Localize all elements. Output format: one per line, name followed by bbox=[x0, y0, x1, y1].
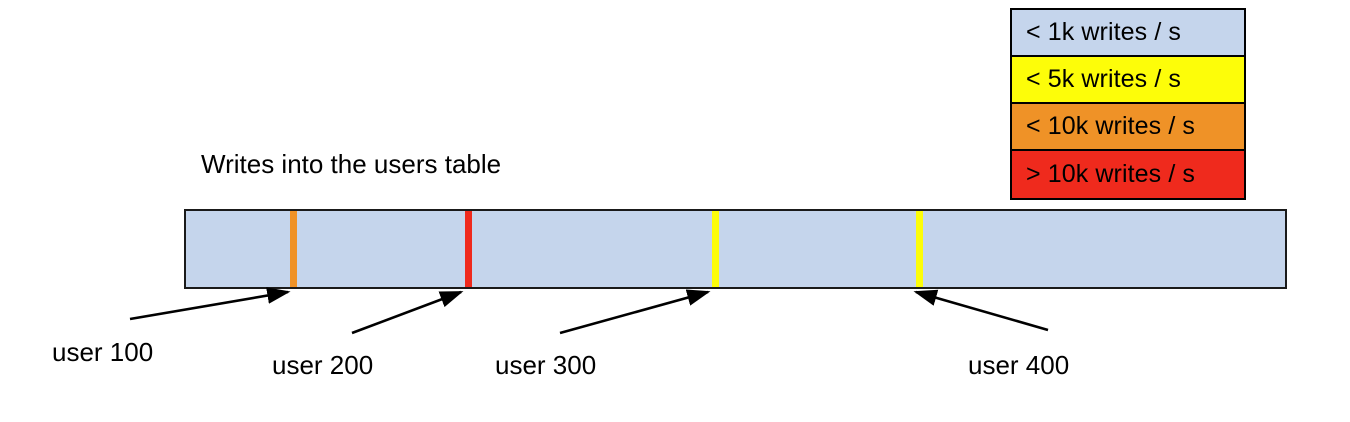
user-200-label: user 200 bbox=[272, 350, 374, 380]
legend-label-over-10k: > 10k writes / s bbox=[1026, 160, 1196, 188]
legend-row-under-5k: < 5k writes / s bbox=[1012, 57, 1244, 104]
user-100-arrow bbox=[129, 287, 291, 321]
legend-row-over-10k: > 10k writes / s bbox=[1012, 151, 1244, 198]
legend-label-under-5k: < 5k writes / s bbox=[1026, 65, 1182, 93]
user-100-label: user 100 bbox=[52, 337, 154, 367]
chart-title: Writes into the users table bbox=[201, 149, 502, 179]
user-400-arrow bbox=[913, 289, 1049, 332]
user-200-arrow bbox=[351, 290, 464, 335]
user-400-stripe bbox=[916, 211, 923, 287]
legend-label-under-1k: < 1k writes / s bbox=[1026, 18, 1182, 46]
legend-row-under-10k: < 10k writes / s bbox=[1012, 104, 1244, 151]
legend: < 1k writes / s < 5k writes / s < 10k wr… bbox=[1010, 8, 1246, 200]
user-100-stripe bbox=[290, 211, 297, 287]
user-300-label: user 300 bbox=[495, 350, 597, 380]
legend-row-under-1k: < 1k writes / s bbox=[1012, 10, 1244, 57]
user-300-arrow bbox=[559, 289, 711, 335]
user-200-stripe bbox=[465, 211, 472, 287]
user-400-label: user 400 bbox=[968, 350, 1070, 380]
legend-label-under-10k: < 10k writes / s bbox=[1026, 112, 1196, 140]
users-table-bar bbox=[184, 209, 1287, 289]
user-300-stripe bbox=[712, 211, 719, 287]
